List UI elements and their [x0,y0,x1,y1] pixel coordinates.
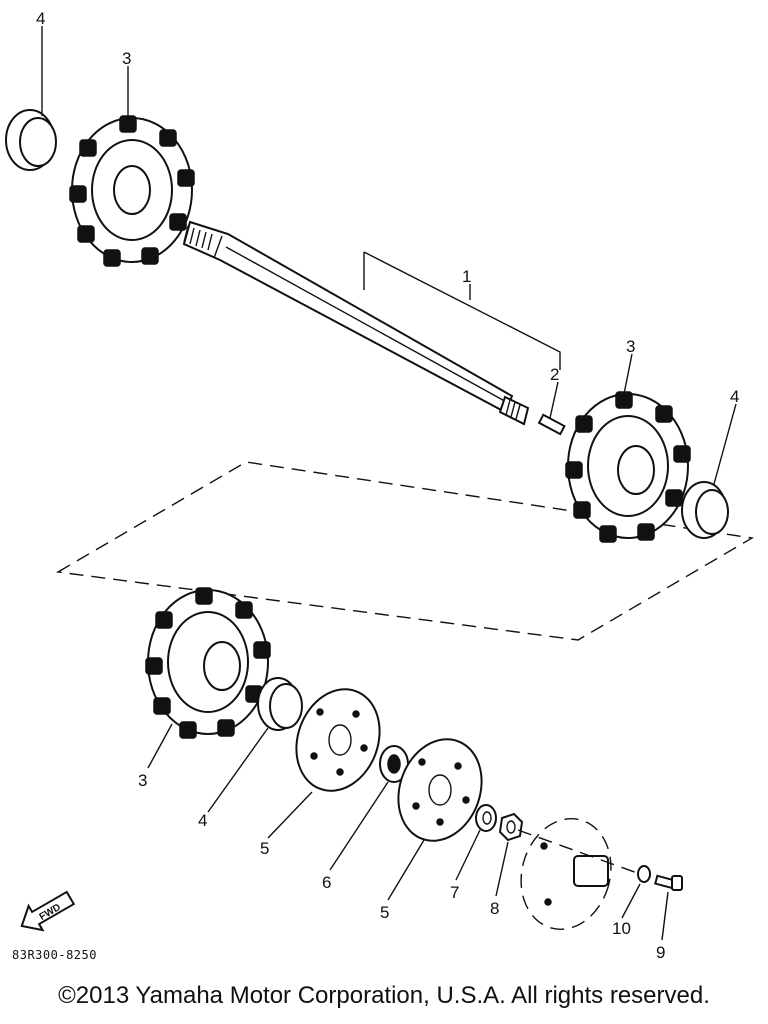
callout-3-lower: 3 [138,771,147,790]
bearing-ring-upper-left [5,109,57,171]
washer-part [475,804,497,832]
callout-3-top-left: 3 [122,49,131,68]
callout-5-right: 5 [380,903,389,922]
bolt-part [654,874,683,891]
pin-part [537,413,566,436]
callout-6: 6 [322,873,331,892]
fwd-label: FWD [38,902,63,923]
nut-part [498,812,524,842]
callout-10: 10 [612,919,631,938]
callout-2: 2 [550,365,559,384]
plate-right [397,738,483,842]
callout-1: 1 [462,267,471,286]
sprocket-upper-right [565,391,691,543]
callout-8: 8 [490,899,499,918]
callout-9: 9 [656,943,665,962]
bracket-flange [520,818,612,930]
bearing-ring-lower [257,677,303,731]
callout-leader-1 [363,251,561,370]
callout-5-left: 5 [260,839,269,858]
callout-4-lower: 4 [198,811,207,830]
callout-3-right: 3 [626,337,635,356]
diagram-code: 83R300-8250 [12,948,97,962]
sprocket-lower [145,587,271,739]
callout-4-right: 4 [730,387,739,406]
plate-left [295,688,381,792]
callout-7: 7 [450,883,459,902]
bearing-ring-upper-right [681,481,729,539]
leader-lines [41,26,737,941]
drive-shaft [182,220,530,426]
sprocket-upper-left [69,115,195,267]
assembly-outline [55,461,755,641]
copyright-notice: ©2013 Yamaha Motor Corporation, U.S.A. A… [58,982,710,1009]
lock-washer-part [637,865,651,883]
fwd-arrow-icon: FWD [20,890,76,932]
callout-4-top-left: 4 [36,9,45,28]
parts-diagram: 4 3 1 2 3 4 3 4 5 6 5 7 8 10 9 FWD [5,9,755,962]
